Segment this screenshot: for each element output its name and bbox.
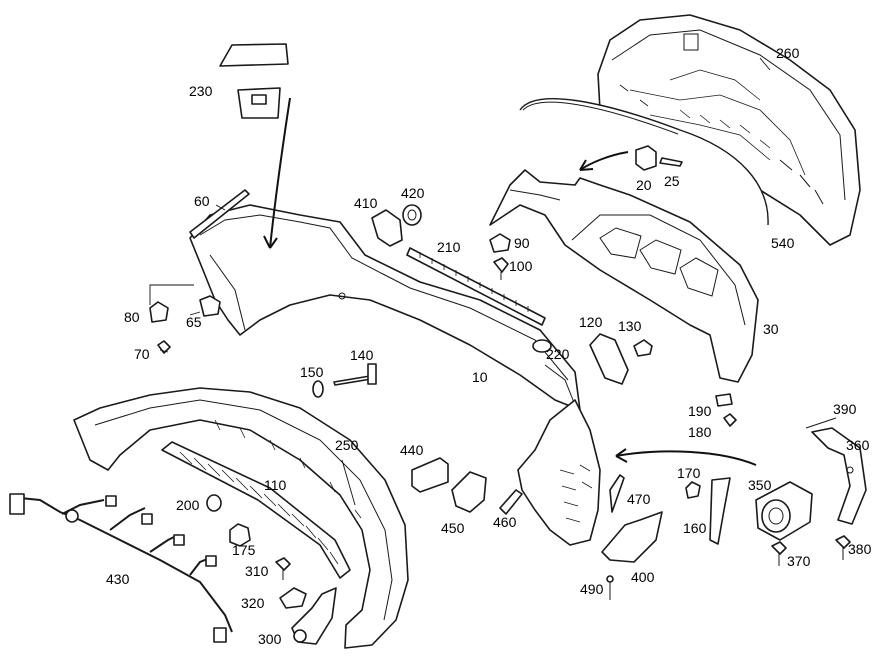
part-30-diffuser — [489, 169, 759, 383]
part-350-tow-hitch — [755, 481, 813, 541]
callout-label-160: 160 — [683, 520, 707, 536]
callout-label-150: 150 — [300, 364, 324, 380]
part-410-420-sensor — [371, 204, 422, 247]
callout-label-130: 130 — [618, 318, 642, 334]
callout-label-320: 320 — [241, 595, 265, 611]
callout-label-10: 10 — [472, 369, 488, 385]
callout-label-200: 200 — [176, 497, 200, 513]
callout-label-65: 65 — [186, 314, 202, 330]
callout-label-175: 175 — [232, 542, 256, 558]
callout-label-440: 440 — [400, 442, 424, 458]
callout-label-360: 360 — [846, 437, 870, 453]
part-160-170 — [685, 477, 731, 545]
callout-label-390: 390 — [833, 401, 857, 417]
assembly-arrows — [263, 97, 757, 466]
callout-label-190: 190 — [688, 403, 712, 419]
callout-label-470: 470 — [627, 491, 651, 507]
part-400-470-490 — [601, 474, 663, 600]
part-360-bracket — [811, 427, 867, 525]
leader-lines — [159, 57, 771, 506]
callout-label-230: 230 — [189, 83, 213, 99]
callout-label-430: 430 — [106, 571, 130, 587]
callout-label-140: 140 — [350, 347, 374, 363]
callout-labels: 10 20 25 30 60 65 70 80 90 100 110 120 130 140 150 160 1… — [106, 45, 872, 647]
callout-label-170: 170 — [677, 465, 701, 481]
callout-label-90: 90 — [514, 235, 530, 251]
callout-label-460: 460 — [493, 514, 517, 530]
callout-label-220: 220 — [546, 346, 570, 362]
callout-label-540: 540 — [771, 235, 795, 251]
part-250-lower-cover — [73, 387, 409, 649]
callout-label-30: 30 — [763, 321, 779, 337]
part-220-clip — [532, 339, 552, 353]
callout-label-25: 25 — [664, 173, 680, 189]
callout-label-400: 400 — [631, 569, 655, 585]
callout-label-180: 180 — [688, 424, 712, 440]
part-370-380-390-screws — [771, 417, 851, 566]
part-60-strip — [189, 189, 250, 239]
callout-label-210: 210 — [437, 239, 461, 255]
part-10-main-bumper — [189, 204, 581, 411]
callout-label-310: 310 — [245, 563, 269, 579]
part-230-pieces — [219, 43, 289, 119]
part-65-70-80-fasteners — [149, 284, 221, 354]
part-side-cover — [517, 399, 601, 546]
callout-label-60: 60 — [194, 193, 210, 209]
part-110-grille — [161, 441, 351, 579]
part-140-150-pin — [312, 363, 377, 398]
callout-label-70: 70 — [134, 346, 150, 362]
callout-label-410: 410 — [354, 195, 378, 211]
callout-label-380: 380 — [848, 541, 872, 557]
callout-label-450: 450 — [441, 520, 465, 536]
part-90-100-fasteners — [489, 233, 511, 280]
callout-label-490: 490 — [580, 581, 604, 597]
callout-label-80: 80 — [124, 309, 140, 325]
callout-label-420: 420 — [401, 185, 425, 201]
callout-label-120: 120 — [579, 314, 603, 330]
part-440-450-460 — [411, 457, 523, 515]
part-120-130-bracket — [589, 333, 653, 385]
callout-label-250: 250 — [335, 437, 359, 453]
part-430-wire-harness — [9, 493, 233, 643]
part-lower-fasteners — [206, 494, 337, 645]
part-180-190-clip — [715, 393, 737, 427]
callout-label-110: 110 — [264, 477, 287, 493]
callout-label-20: 20 — [636, 177, 652, 193]
callout-label-350: 350 — [748, 477, 772, 493]
callout-label-370: 370 — [787, 553, 811, 569]
callout-label-100: 100 — [509, 258, 533, 274]
callout-label-260: 260 — [776, 45, 800, 61]
part-20-25-clip — [635, 145, 683, 171]
part-210-strip — [406, 247, 546, 326]
callout-label-300: 300 — [258, 631, 282, 647]
